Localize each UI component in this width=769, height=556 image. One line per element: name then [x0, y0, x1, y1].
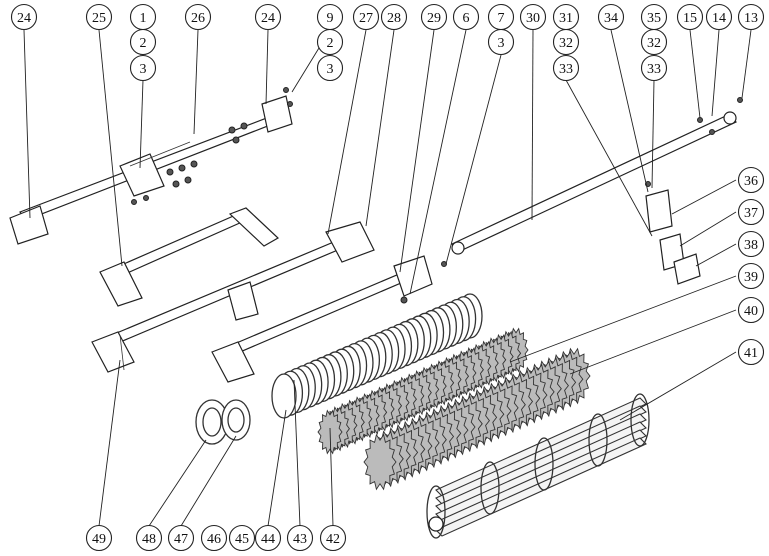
hardware-bolts — [131, 87, 743, 304]
leader-lines — [23, 29, 752, 527]
callout-number: 30 — [526, 11, 540, 26]
callout-33: 33 — [552, 54, 580, 82]
callout-number: 37 — [744, 206, 758, 221]
callout-29: 29 — [420, 3, 448, 31]
callout-number: 40 — [744, 304, 758, 319]
callout-labels: 24 25 1 2 3 26 24 9 2 3 27 28 29 6 7 3 30 31 32 33 34 35 32 33 1… — [10, 3, 765, 552]
callout-9: 9 — [316, 3, 344, 31]
callout-2: 2 — [316, 28, 344, 56]
scraper-bracket — [645, 189, 701, 285]
callout-number: 3 — [140, 62, 147, 77]
callout-number: 49 — [92, 532, 106, 547]
callout-number: 13 — [744, 11, 758, 26]
callout-36: 36 — [737, 166, 765, 194]
callout-number: 33 — [559, 62, 573, 77]
frame-26 — [9, 95, 293, 245]
callout-number: 32 — [559, 36, 573, 51]
callout-number: 1 — [140, 11, 147, 26]
callout-38: 38 — [737, 230, 765, 258]
frame-27 — [91, 221, 375, 373]
callout-2: 2 — [129, 28, 157, 56]
callout-24: 24 — [10, 3, 38, 31]
callout-33: 33 — [640, 54, 668, 82]
callout-number: 44 — [261, 532, 275, 547]
callout-number: 34 — [604, 11, 618, 26]
roller-cage-41 — [426, 393, 650, 539]
callout-number: 39 — [744, 270, 758, 285]
callout-3: 3 — [487, 28, 515, 56]
callout-27: 27 — [352, 3, 380, 31]
callout-number: 47 — [174, 532, 188, 547]
roller-spike-40 — [363, 347, 591, 491]
callout-3: 3 — [129, 54, 157, 82]
callout-34: 34 — [597, 3, 625, 31]
callout-number: 36 — [744, 174, 758, 189]
part-drawings — [9, 87, 743, 539]
callout-number: 35 — [647, 11, 661, 26]
callout-40: 40 — [737, 296, 765, 324]
callout-26: 26 — [184, 3, 212, 31]
callout-number: 29 — [427, 11, 441, 26]
frame-29 — [211, 255, 433, 383]
callout-7: 7 — [487, 3, 515, 31]
callout-6: 6 — [452, 3, 480, 31]
callout-3: 3 — [316, 54, 344, 82]
callout-number: 28 — [387, 11, 401, 26]
frame-25 — [99, 207, 280, 307]
callout-25: 25 — [85, 3, 113, 31]
callout-number: 9 — [327, 11, 334, 26]
callout-24: 24 — [254, 3, 282, 31]
callout-14: 14 — [705, 3, 733, 31]
callout-1: 1 — [129, 3, 157, 31]
callout-number: 32 — [647, 36, 661, 51]
callout-41: 41 — [737, 338, 765, 366]
callout-number: 42 — [326, 532, 340, 547]
callout-31: 31 — [552, 3, 580, 31]
callout-28: 28 — [380, 3, 408, 31]
callout-30: 30 — [519, 3, 547, 31]
callout-48: 48 — [135, 524, 163, 552]
callout-49: 49 — [85, 524, 113, 552]
callout-number: 33 — [647, 62, 661, 77]
callout-number: 6 — [463, 11, 470, 26]
callout-32: 32 — [552, 28, 580, 56]
callout-number: 31 — [559, 11, 573, 26]
callout-44: 44 — [254, 524, 282, 552]
callout-number: 46 — [207, 532, 221, 547]
callout-32: 32 — [640, 28, 668, 56]
callout-46: 46 — [200, 524, 228, 552]
callout-number: 24 — [261, 11, 275, 26]
callout-number: 43 — [293, 532, 307, 547]
bar-30 — [451, 111, 737, 255]
callout-number: 45 — [235, 532, 249, 547]
callout-number: 15 — [683, 11, 697, 26]
callout-43: 43 — [286, 524, 314, 552]
callout-number: 7 — [498, 11, 505, 26]
roller-ring-42-44 — [271, 293, 483, 419]
callout-39: 39 — [737, 262, 765, 290]
callout-37: 37 — [737, 198, 765, 226]
callout-number: 14 — [712, 11, 726, 26]
callout-number: 2 — [327, 36, 334, 51]
callout-number: 3 — [327, 62, 334, 77]
callout-13: 13 — [737, 3, 765, 31]
callout-number: 24 — [17, 11, 31, 26]
callout-number: 48 — [142, 532, 156, 547]
callout-number: 3 — [498, 36, 505, 51]
callout-45: 45 — [228, 524, 256, 552]
callout-number: 38 — [744, 238, 758, 253]
rings-47-48 — [195, 399, 251, 445]
callout-number: 2 — [140, 36, 147, 51]
callout-number: 41 — [744, 346, 758, 361]
callout-number: 26 — [191, 11, 205, 26]
callout-35: 35 — [640, 3, 668, 31]
callout-15: 15 — [676, 3, 704, 31]
callout-47: 47 — [167, 524, 195, 552]
callout-number: 27 — [359, 11, 373, 26]
callout-number: 25 — [92, 11, 106, 26]
callout-42: 42 — [319, 524, 347, 552]
